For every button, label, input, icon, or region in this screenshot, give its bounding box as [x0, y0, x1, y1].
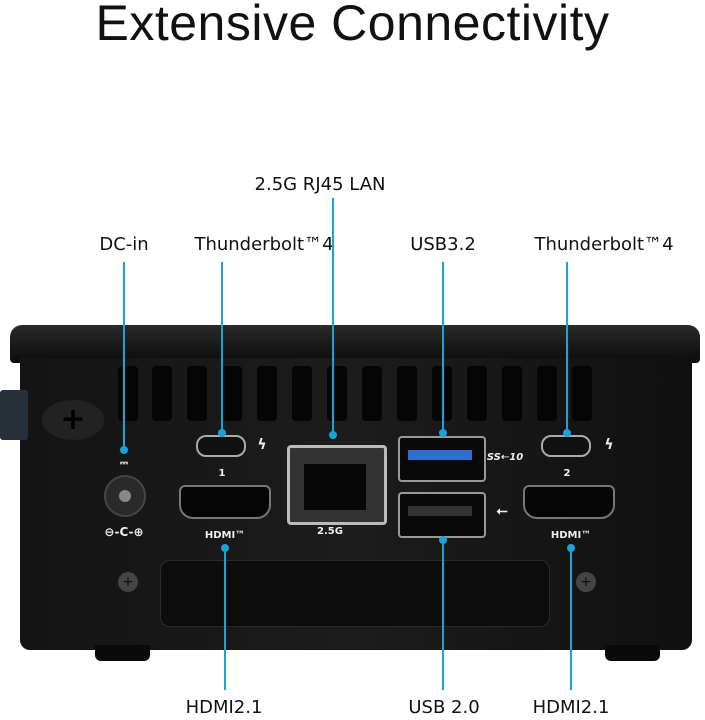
callout-line: [442, 540, 444, 690]
label-lan: 2.5G RJ45 LAN: [254, 174, 386, 195]
lightning-icon: ϟ: [257, 437, 267, 453]
usb20-port: [398, 492, 486, 538]
foot: [95, 645, 150, 661]
vent: [397, 366, 417, 421]
mounting-clip: [0, 390, 28, 440]
callout-line: [570, 548, 572, 690]
dc-polarity-icon: ⊖-C-⊕: [104, 525, 144, 539]
label-usb32: USB3.2: [410, 234, 476, 255]
callout-line: [442, 262, 444, 433]
hdmi-logo: HDMI™: [204, 530, 246, 541]
vent: [257, 366, 277, 421]
callout-dot: [563, 429, 571, 437]
label-hdmi-2: HDMI2.1: [532, 697, 610, 718]
label-hdmi-1: HDMI2.1: [185, 697, 263, 718]
callout-line: [224, 548, 226, 690]
thumbscrew-icon: +: [42, 400, 104, 440]
vent: [572, 366, 592, 421]
callout-dot: [329, 431, 337, 439]
lightning-icon: ϟ: [604, 437, 614, 453]
vent: [467, 366, 487, 421]
label-dc-in: DC-in: [99, 234, 149, 255]
port-number-1: 1: [218, 468, 226, 479]
callout-dot: [567, 544, 575, 552]
bottom-cover: [160, 560, 550, 627]
vent: [292, 366, 312, 421]
dc-current-icon: ⎓: [120, 458, 128, 469]
device-lid: [10, 325, 700, 363]
screw-icon: +: [576, 572, 596, 592]
superspeed-10-icon: SS⇠10: [486, 452, 524, 463]
vent: [118, 366, 138, 421]
callout-line: [566, 262, 568, 433]
dc-in-port: [104, 475, 146, 517]
hdmi-logo: HDMI™: [550, 530, 592, 541]
lan-speed-marking: 2.5G: [317, 526, 343, 537]
label-thunderbolt-2: Thunderbolt™4: [534, 234, 674, 255]
callout-dot: [439, 429, 447, 437]
callout-dot: [221, 544, 229, 552]
usb32-port: [398, 436, 486, 482]
vent: [362, 366, 382, 421]
callout-line: [221, 262, 223, 433]
hdmi-port-2: [523, 485, 615, 519]
page-title: Extensive Connectivity: [95, 0, 610, 51]
hdmi-port-1: [179, 485, 271, 519]
vent: [537, 366, 557, 421]
port-number-2: 2: [563, 468, 571, 479]
screw-icon: +: [118, 572, 138, 592]
callout-dot: [218, 429, 226, 437]
thunderbolt-port-1: [196, 435, 246, 457]
callout-line: [123, 262, 125, 450]
vent: [327, 366, 347, 421]
vent: [152, 366, 172, 421]
rj45-port: [287, 445, 387, 525]
vent: [187, 366, 207, 421]
callout-dot: [120, 446, 128, 454]
vent: [502, 366, 522, 421]
thunderbolt-port-2: [541, 435, 591, 457]
foot: [605, 645, 660, 661]
vent: [222, 366, 242, 421]
label-usb20: USB 2.0: [408, 697, 480, 718]
callout-dot: [439, 536, 447, 544]
callout-line: [332, 198, 334, 435]
label-thunderbolt-1: Thunderbolt™4: [194, 234, 334, 255]
usb-icon: ⭠: [496, 503, 508, 519]
